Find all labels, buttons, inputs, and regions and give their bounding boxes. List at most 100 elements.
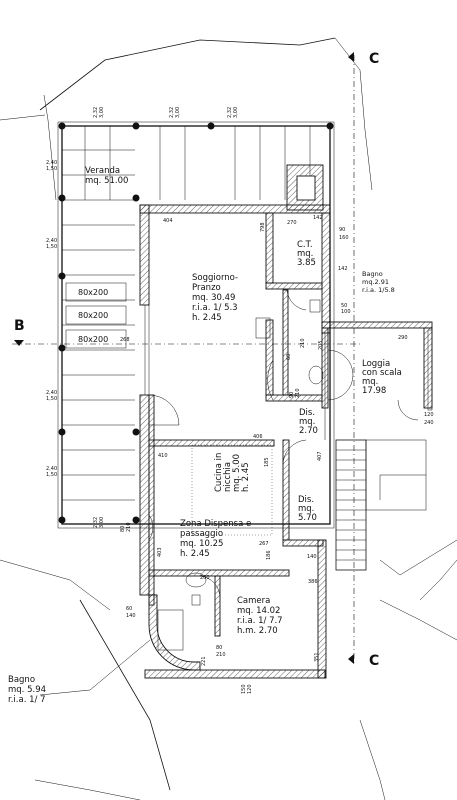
dis1-name: Dis. — [299, 408, 315, 418]
dis2-area: 5.70 — [298, 513, 317, 523]
dim-267: 267 — [259, 541, 269, 547]
dim-240: 240 — [424, 420, 434, 426]
dim-80-210-c: 80 — [120, 526, 126, 532]
dis1-area: 2.70 — [299, 426, 318, 436]
veranda-area: mq. 51.00 — [85, 176, 128, 186]
dim-240-c: 2,40 — [46, 390, 57, 396]
dim-150-c: 1,50 — [46, 396, 57, 402]
dim-140-a: 140 — [307, 554, 317, 560]
dim-403: 403 — [157, 547, 163, 557]
bagno-top-area: mq.2.91 — [362, 278, 389, 286]
camera-ria: r.i.a. 1/ 7.7 — [237, 616, 283, 626]
dim-186: 186 — [266, 550, 272, 560]
cucina-area: mq. 5.00 — [232, 454, 242, 492]
loggia-name-2: con scala — [362, 368, 402, 378]
cucina-label: Cucina in nicchia mq. 5.00 h. 2.45 — [214, 453, 251, 492]
dim-270: 270 — [287, 220, 297, 226]
section-c-bottom-arrow-icon — [348, 654, 354, 664]
soggiorno-name-2: Pranzo — [192, 283, 221, 293]
dim-232-b: 2,32 — [169, 107, 175, 118]
camera-area: mq. 14.02 — [237, 606, 280, 616]
dim-60-140-b: 140 — [126, 613, 136, 619]
dispensa-name: Zona Dispensa e — [180, 519, 251, 529]
loggia-name: Loggia — [362, 359, 390, 369]
dim-210-a: 210 — [300, 338, 306, 348]
dim-300-b: 3,00 — [175, 107, 181, 118]
dim-300-c: 3,00 — [233, 107, 239, 118]
section-c-bottom-label: C — [369, 653, 379, 669]
dimension-labels: 404 798 270 142 90 160 142 50 100 290 26… — [46, 107, 434, 694]
dim-120: 120 — [247, 684, 253, 694]
soggiorno-name: Soggiorno- — [192, 273, 238, 283]
dim-150-b: 1,50 — [46, 244, 57, 250]
dis1-mq: mq. — [299, 417, 315, 427]
veranda-name: Veranda — [85, 166, 120, 176]
dim-120: 120 — [424, 412, 434, 418]
camera-height: h.m. 2.70 — [237, 626, 278, 636]
building-walls — [139, 164, 433, 679]
dim-232-a: 2,32 — [93, 107, 99, 118]
dim-150-a: 1,50 — [46, 166, 57, 172]
dim-407: 407 — [317, 451, 323, 461]
dim-221: 221 — [201, 656, 207, 666]
dim-90: 90 — [339, 227, 345, 233]
paver-label-3: 80x200 — [78, 335, 108, 344]
dim-240-d: 2,40 — [46, 466, 57, 472]
bagno-bottom-ria: r.i.a. 1/ 7 — [8, 695, 45, 705]
dim-185: 185 — [264, 457, 270, 467]
bagno-top-name: Bagno — [362, 270, 383, 278]
dim-100: 100 — [341, 309, 351, 315]
dim-290: 290 — [398, 335, 408, 341]
dim-160: 160 — [339, 235, 349, 241]
ct-name: C.T. — [297, 240, 313, 250]
section-c-top-label: C — [369, 51, 379, 67]
soggiorno-ria: r.i.a. 1/ 5.3 — [192, 303, 238, 313]
dim-142-b: 142 — [338, 266, 348, 272]
dispensa-area: mq. 10.25 — [180, 539, 223, 549]
cucina-name-2: nicchia — [223, 462, 233, 492]
section-b-label: B — [14, 318, 25, 334]
dim-205: 205 — [318, 340, 324, 350]
dispensa-height: h. 2.45 — [180, 549, 210, 559]
loggia-area: 17.98 — [362, 386, 386, 396]
dim-80-210-d: 210 — [126, 522, 132, 532]
room-labels: Veranda mq. 51.00 Soggiorno- Pranzo mq. … — [8, 166, 402, 705]
dim-404: 404 — [163, 218, 173, 224]
dim-60-140-a: 60 — [126, 606, 132, 612]
camera-name: Camera — [237, 596, 270, 606]
dim-268: 268 — [120, 337, 130, 343]
dim-232-c: 2,32 — [227, 107, 233, 118]
site-boundary — [0, 37, 457, 800]
dim-60: 60 — [286, 354, 292, 360]
dim-80-210-b: 210 — [216, 652, 226, 658]
dim-90-210-a: 90 — [289, 392, 295, 398]
ct-mq: mq. — [297, 249, 313, 259]
dim-232-d: 2,32 — [93, 517, 99, 528]
dim-240-a: 2,40 — [46, 160, 57, 166]
section-lines: C C B — [12, 51, 379, 669]
dim-410: 410 — [158, 453, 168, 459]
dim-142-a: 142 — [313, 215, 323, 221]
dis2-mq: mq. — [298, 504, 314, 514]
dis2-name: Dis. — [298, 495, 314, 505]
cucina-name: Cucina in — [214, 453, 224, 492]
dim-406: 406 — [253, 434, 263, 440]
paver-label-1: 80x200 — [78, 288, 108, 297]
dim-200: 200 — [200, 575, 210, 581]
soggiorno-area: mq. 30.49 — [192, 293, 235, 303]
bagno-bottom-name: Bagno — [8, 675, 35, 685]
dim-300-a: 3,00 — [99, 107, 105, 118]
dim-351: 351 — [314, 652, 320, 662]
soggiorno-height: h. 2.45 — [192, 313, 222, 323]
dim-300-d: 3,00 — [99, 517, 105, 528]
dim-90-210-b: 210 — [295, 388, 301, 398]
dim-80-210-a: 80 — [216, 645, 222, 651]
bagno-bottom-area: mq. 5.94 — [8, 685, 46, 695]
dim-50: 50 — [341, 303, 347, 309]
cucina-height: h. 2.45 — [241, 462, 251, 492]
dispensa-name-2: passaggio — [180, 529, 223, 539]
loggia-mq: mq. — [362, 377, 378, 387]
dim-240-b: 2,40 — [46, 238, 57, 244]
dim-150-d: 1,50 — [46, 472, 57, 478]
